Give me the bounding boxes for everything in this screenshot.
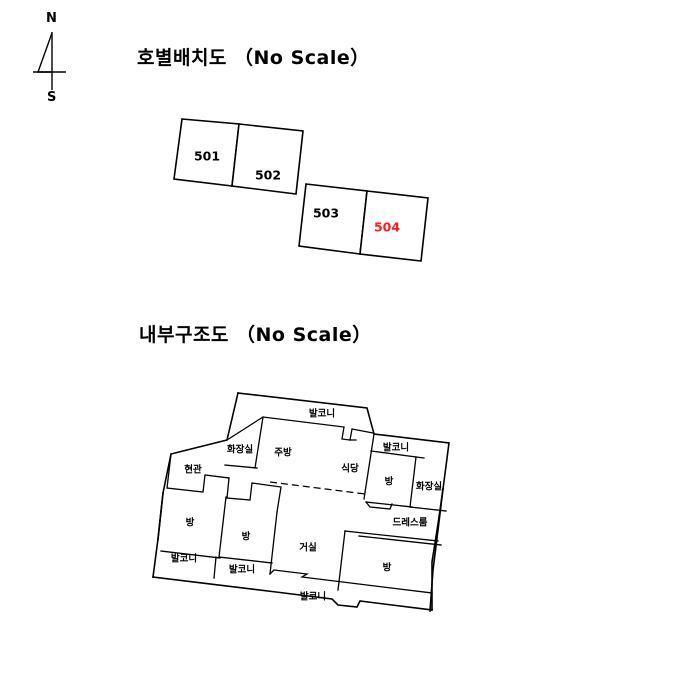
unit-cell-502[interactable] bbox=[231, 123, 304, 195]
room-label-bathroom-top: 화장실 bbox=[227, 444, 253, 456]
partition-top-balcony-bottom bbox=[226, 416, 374, 441]
unit-number-503: 503 bbox=[313, 206, 339, 221]
partition-dining-living-dashed bbox=[269, 481, 366, 495]
room-label-dressing-room: 드레스룸 bbox=[393, 517, 428, 529]
compass-south-label: S bbox=[47, 90, 57, 105]
unit-cell-504[interactable] bbox=[359, 190, 429, 262]
room-label-room-mid-left: 방 bbox=[242, 531, 251, 543]
site-plan-title: 호별배치도 （No Scale） bbox=[137, 47, 370, 69]
partition-room-upper-right-right bbox=[409, 456, 417, 508]
partition-hall-step bbox=[226, 477, 282, 513]
outline-left-lower bbox=[157, 492, 164, 540]
room-label-room-left: 방 bbox=[186, 517, 195, 529]
outline-left-body bbox=[152, 392, 239, 578]
room-label-room-upper-right: 방 bbox=[385, 476, 394, 488]
partition-balcony-left-divider bbox=[213, 556, 217, 579]
partition-room-lower-right-top bbox=[344, 530, 439, 542]
partition-balcony-mid-left-top bbox=[218, 556, 273, 564]
partition-dining-right bbox=[363, 433, 375, 500]
compass-needle bbox=[37, 32, 53, 73]
compass-group bbox=[33, 32, 66, 90]
partition-dressing-room-bottom bbox=[358, 535, 442, 546]
partition-room-mid-left-right bbox=[269, 511, 278, 575]
partition-bathroom-right-bottom bbox=[409, 506, 447, 512]
room-label-living-room: 거실 bbox=[299, 542, 317, 554]
room-label-balcony-top: 발코니 bbox=[309, 408, 335, 420]
floor-plan-geometry: 발코니 화장실 주방 식당 발코니 방 화장실 현관 드레스룸 방 방 거실 방… bbox=[152, 392, 450, 612]
site-plan-units: 501 502 503 504 bbox=[173, 118, 429, 262]
outline-right-edge-lower bbox=[429, 488, 444, 612]
unit-number-501: 501 bbox=[194, 149, 220, 164]
room-label-bathroom-right: 화장실 bbox=[416, 481, 442, 493]
room-label-balcony-bottom: 발코니 bbox=[300, 591, 326, 603]
partition-bathroom-top-bottom bbox=[224, 464, 258, 469]
room-label-entrance: 현관 bbox=[184, 464, 202, 476]
partition-living-room-lower-right bbox=[337, 530, 346, 591]
room-label-dining: 식당 bbox=[341, 463, 359, 475]
compass-north-label: N bbox=[46, 11, 57, 26]
outline-bottom-edge bbox=[152, 576, 433, 611]
partition-bathroom-top-right bbox=[254, 416, 264, 469]
partition-dressing-room-top bbox=[365, 501, 393, 510]
floor-plan-title: 내부구조도 （No Scale） bbox=[139, 324, 372, 346]
partition-balcony-left-top bbox=[160, 550, 221, 559]
room-label-room-lower-right: 방 bbox=[383, 562, 392, 574]
partition-room-upper-right-bottom bbox=[365, 501, 413, 508]
room-label-kitchen: 주방 bbox=[274, 447, 292, 459]
outline-upper-wing bbox=[237, 392, 450, 490]
partition-entrance-bottom bbox=[166, 453, 230, 493]
partition-balcony-bottom-top bbox=[269, 569, 433, 594]
room-label-balcony-left: 발코니 bbox=[171, 553, 197, 565]
partition-room-left-right bbox=[218, 496, 227, 558]
unit-number-504: 504 bbox=[374, 220, 400, 235]
room-label-balcony-upper-right: 발코니 bbox=[383, 442, 409, 454]
room-label-balcony-mid-left: 발코니 bbox=[229, 564, 255, 576]
unit-number-502: 502 bbox=[255, 168, 281, 183]
partition-balcony-upper-right-bottom bbox=[370, 450, 425, 459]
